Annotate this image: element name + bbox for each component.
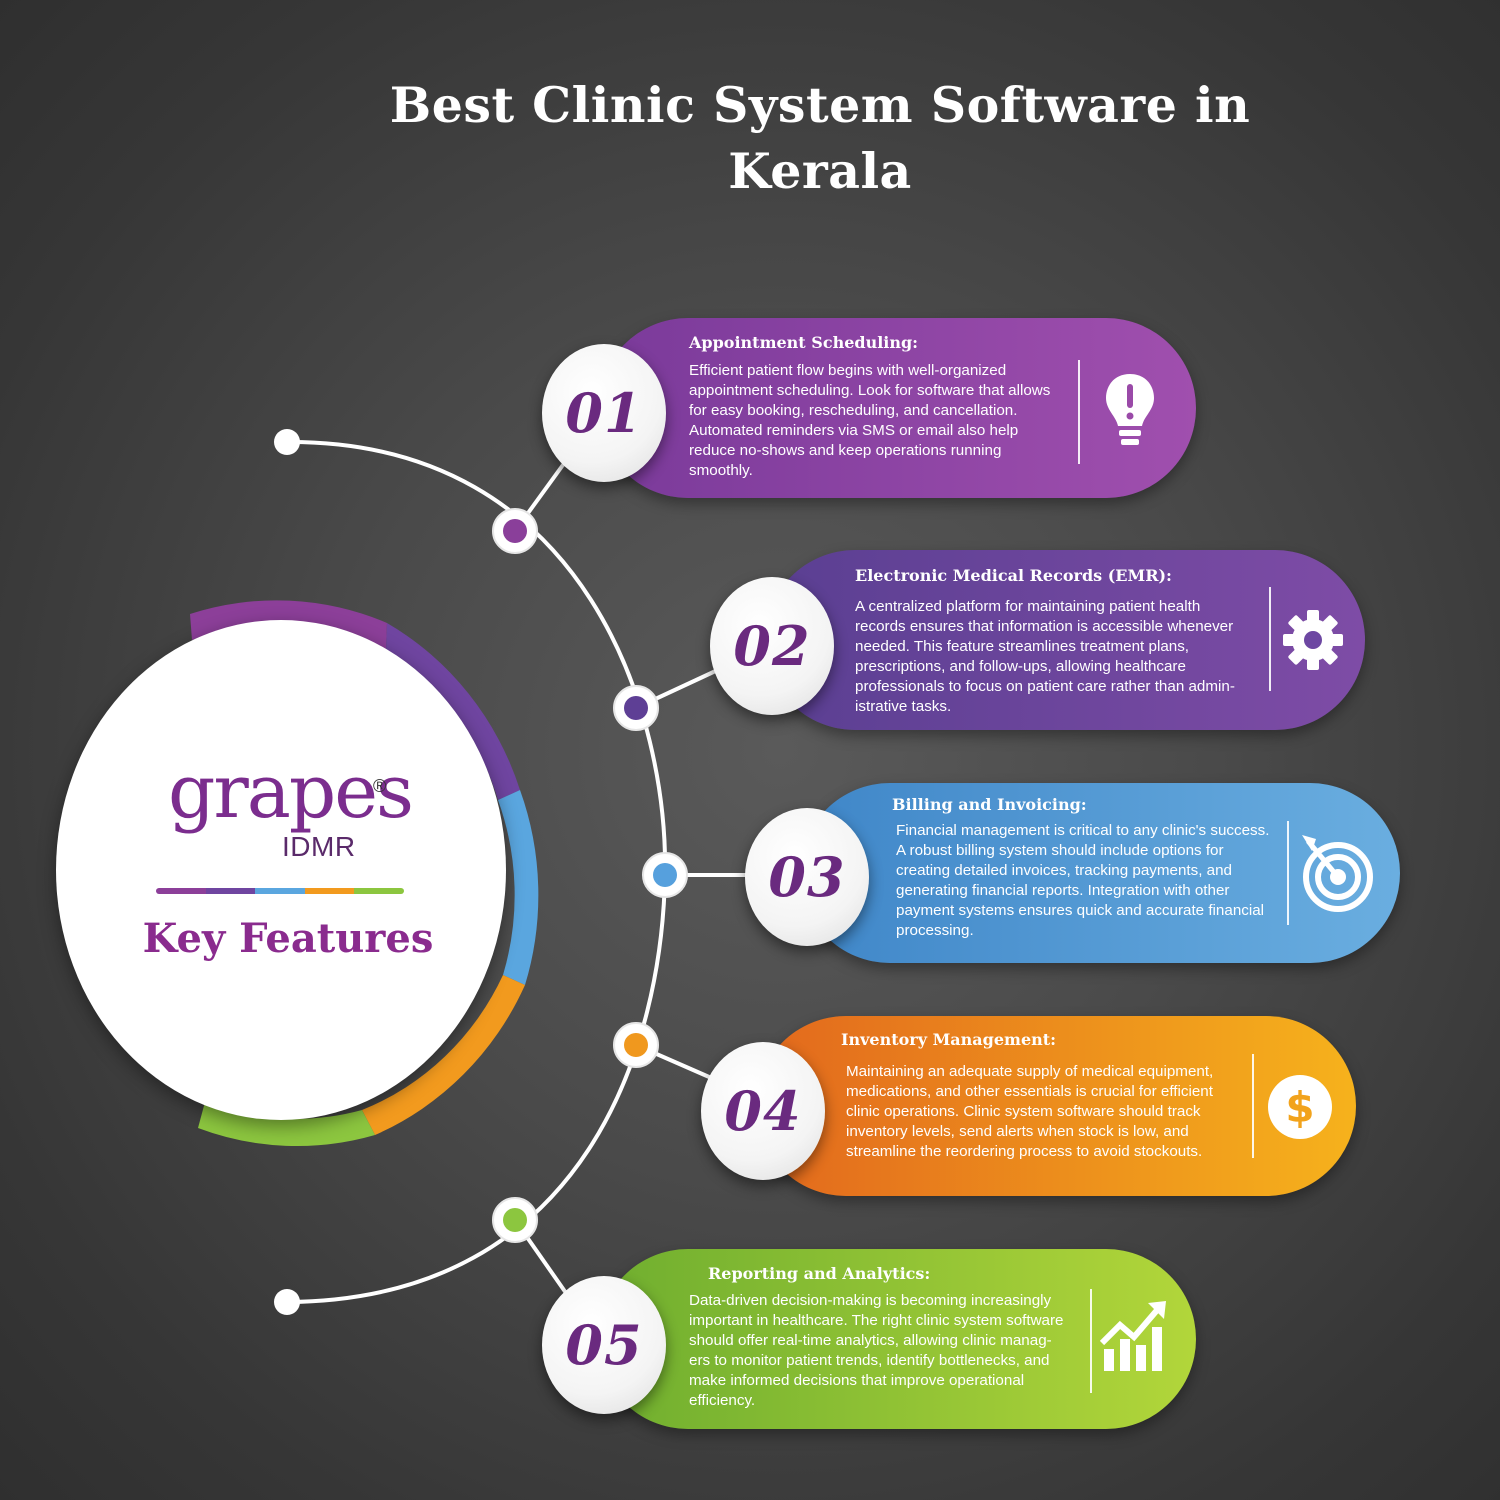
description-line: needed. This feature streamlines treatme… bbox=[855, 638, 1190, 655]
feature-heading: Inventory Management: bbox=[841, 1030, 1057, 1049]
feature-card-01: Appointment Scheduling: Efficient patien… bbox=[598, 318, 1196, 498]
feature-description: A centralized platform for maintaining p… bbox=[855, 597, 1265, 717]
node-03 bbox=[642, 852, 688, 898]
description-line: important in healthcare. The right clini… bbox=[689, 1312, 1064, 1329]
feature-heading: Electronic Medical Records (EMR): bbox=[855, 566, 1172, 585]
hub-label: Key Features bbox=[142, 915, 434, 962]
description-line: Financial management is critical to any … bbox=[896, 822, 1270, 839]
number-label: 05 bbox=[565, 1313, 643, 1377]
number-label: 03 bbox=[768, 845, 846, 909]
description-line: processing. bbox=[896, 922, 974, 939]
feature-number-03: 03 bbox=[745, 808, 869, 946]
description-line: should offer real-time analytics, allowi… bbox=[689, 1332, 1052, 1349]
description-line: streamline the reordering process to avo… bbox=[846, 1143, 1203, 1160]
card-divider bbox=[1269, 587, 1271, 691]
node-04 bbox=[613, 1022, 659, 1068]
target-icon bbox=[1300, 831, 1374, 919]
description-line: make informed decisions that improve ope… bbox=[689, 1372, 1025, 1389]
feature-number-05: 05 bbox=[542, 1276, 666, 1414]
card-divider bbox=[1078, 360, 1080, 464]
number-label: 04 bbox=[724, 1079, 802, 1143]
card-divider bbox=[1090, 1289, 1092, 1393]
card-divider bbox=[1287, 821, 1289, 925]
node-02 bbox=[613, 685, 659, 731]
feature-card-02: Electronic Medical Records (EMR): A cent… bbox=[765, 550, 1365, 730]
title-line-1: Best Clinic System Software in bbox=[389, 76, 1251, 134]
feature-number-02: 02 bbox=[710, 577, 834, 715]
brand-logo-subtitle: IDMR bbox=[282, 831, 356, 862]
card-divider bbox=[1252, 1054, 1254, 1158]
description-line: reduce no-shows and keep operations runn… bbox=[689, 442, 1002, 459]
description-line: A centralized platform for maintaining p… bbox=[855, 598, 1201, 615]
arc-end-bottom bbox=[274, 1289, 300, 1315]
lightbulb-icon bbox=[1100, 370, 1160, 454]
description-line: Automated reminders via SMS or email als… bbox=[689, 422, 1019, 439]
feature-number-01: 01 bbox=[542, 344, 666, 482]
growth-chart-icon bbox=[1099, 1299, 1170, 1377]
description-line: clinic operations. Clinic system softwar… bbox=[846, 1103, 1201, 1120]
description-line: payment systems ensures quick and accura… bbox=[896, 902, 1265, 919]
feature-number-04: 04 bbox=[701, 1042, 825, 1180]
arc-end-top bbox=[274, 429, 300, 455]
description-line: generating financial reports. Integratio… bbox=[896, 882, 1230, 899]
description-line: medications, and other essentials is cru… bbox=[846, 1083, 1213, 1100]
description-line: Data-driven decision-making is becoming … bbox=[689, 1292, 1052, 1309]
feature-card-05: Reporting and Analytics: Data-driven dec… bbox=[598, 1249, 1196, 1429]
brand-logo-wordmark: grapes bbox=[168, 749, 414, 835]
gear-icon bbox=[1281, 608, 1345, 676]
registered-mark: ® bbox=[373, 776, 387, 796]
description-line: inventory levels, send alerts when stock… bbox=[846, 1123, 1189, 1140]
description-line: appointment scheduling. Look for softwar… bbox=[689, 382, 1051, 399]
description-line: Efficient patient flow begins with well-… bbox=[689, 362, 1007, 379]
svg-text:$: $ bbox=[1285, 1083, 1314, 1132]
feature-heading: Billing and Invoicing: bbox=[892, 795, 1087, 814]
description-line: efficiency. bbox=[689, 1392, 756, 1409]
feature-card-03: Billing and Invoicing: Financial managem… bbox=[800, 783, 1400, 963]
color-stripe bbox=[156, 888, 404, 894]
dollar-icon: $ bbox=[1266, 1073, 1334, 1145]
hub-circle bbox=[56, 620, 506, 1120]
feature-heading: Reporting and Analytics: bbox=[708, 1264, 931, 1283]
feature-description: Maintaining an adequate supply of medica… bbox=[846, 1062, 1246, 1162]
description-line: Maintaining an adequate supply of medica… bbox=[846, 1063, 1214, 1080]
description-line: creating detailed invoices, tracking pay… bbox=[896, 862, 1233, 879]
title-line-2: Kerala bbox=[728, 142, 912, 200]
description-line: smoothly. bbox=[689, 462, 753, 479]
node-01 bbox=[492, 508, 538, 554]
feature-description: Efficient patient flow begins with well-… bbox=[689, 361, 1089, 481]
feature-card-04: Inventory Management: Maintaining an ade… bbox=[756, 1016, 1356, 1196]
feature-description: Financial management is critical to any … bbox=[896, 821, 1296, 941]
number-label: 02 bbox=[733, 614, 811, 678]
feature-description: Data-driven decision-making is becoming … bbox=[689, 1291, 1089, 1411]
description-line: for easy booking, rescheduling, and canc… bbox=[689, 402, 1018, 419]
description-line: A robust billing system should include o… bbox=[896, 842, 1224, 859]
page-title: Best Clinic System Software in Kerala bbox=[170, 72, 1470, 204]
number-label: 01 bbox=[565, 381, 643, 445]
description-line: ers to monitor patient trends, identify … bbox=[689, 1352, 1050, 1369]
node-05 bbox=[492, 1197, 538, 1243]
feature-heading: Appointment Scheduling: bbox=[689, 333, 919, 352]
description-line: prescriptions, and follow-ups, allowing … bbox=[855, 658, 1186, 675]
description-line: records ensures that information is acce… bbox=[855, 618, 1234, 635]
description-line: istrative tasks. bbox=[855, 698, 952, 715]
description-line: professionals to focus on patient care r… bbox=[855, 678, 1235, 695]
